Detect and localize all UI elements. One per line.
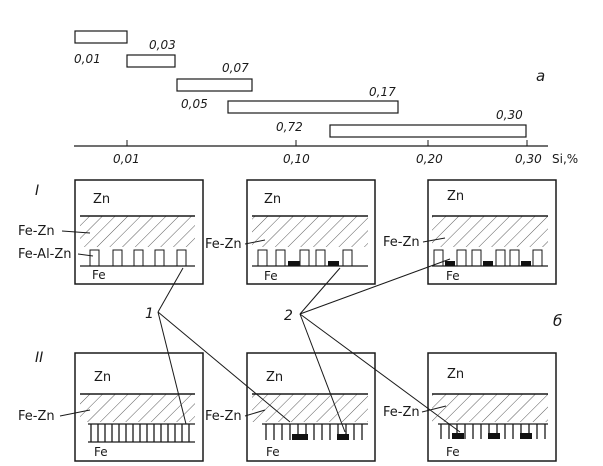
crystals (257, 249, 353, 267)
zn-label: Zn (447, 367, 464, 382)
range-bar-4 (227, 100, 399, 114)
zn-label: Zn (93, 192, 110, 207)
zn-label: Zn (94, 370, 111, 385)
range-bars: 0,01 0,03 0,07 0,05 0,17 0,72 0,30 (74, 30, 527, 138)
si-axis: 0,01 0,10 0,20 0,30 Si,% (74, 140, 578, 166)
fe-zn-label: Fe-Zn (205, 237, 242, 252)
zn-label: Zn (266, 370, 283, 385)
bar-label: 0,30 (496, 108, 523, 122)
callout-1: 1 (145, 306, 154, 322)
bar-label: 0,17 (369, 85, 396, 99)
row-label-2: II (35, 350, 43, 366)
axis-tick-label: 0,10 (283, 152, 310, 166)
fe-label: Fe (264, 269, 278, 283)
crystals (433, 249, 543, 267)
panel-row2-col3: Zn Fe (427, 352, 557, 462)
columns (90, 424, 190, 442)
range-bar-1 (74, 30, 128, 44)
fe-label: Fe (446, 269, 460, 283)
axis-unit: Si,% (552, 152, 578, 166)
fe-zn-label: Fe-Zn (18, 224, 55, 239)
fe-zn-layer (80, 216, 195, 247)
bar-label: 0,72 (276, 120, 303, 134)
fe-label: Fe (446, 445, 460, 459)
zn-label: Zn (447, 189, 464, 204)
fe-zn-layer (252, 216, 368, 247)
fe-zn-label: Fe-Zn (383, 405, 420, 420)
bar-label: 0,03 (149, 38, 176, 52)
fe-label: Fe (92, 268, 106, 282)
panel-row1-col2: Zn Fe (246, 179, 376, 285)
panel-row1-col3: Zn Fe (427, 179, 557, 285)
fe-zn-layer (432, 216, 548, 247)
part-label-a: а (536, 67, 545, 85)
fe-zn-label: Fe-Zn (205, 409, 242, 424)
fe-zn-label: Fe-Zn (383, 235, 420, 250)
bar-label: 0,05 (181, 97, 208, 111)
axis-tick-label: 0,20 (416, 152, 443, 166)
bar-label: 0,07 (222, 61, 249, 75)
fe-label: Fe (94, 445, 108, 459)
range-bar-5 (329, 124, 527, 138)
callout-2: 2 (284, 308, 293, 324)
panel-row2-col2: Zn Fe (246, 352, 376, 462)
fe-zn-label: Fe-Zn (18, 409, 55, 424)
range-bar-3 (176, 78, 253, 92)
fe-zn-layer (252, 394, 368, 422)
fe-al-zn-label: Fe-Al-Zn (18, 247, 72, 262)
panel-row2-col1: Zn Fe (74, 352, 204, 462)
fe-label: Fe (266, 445, 280, 459)
axis-tick-label: 0,30 (515, 152, 542, 166)
panel-row1-col1: Zn Fe (74, 179, 204, 285)
row-label-1: I (35, 183, 39, 199)
fe-zn-layer (80, 394, 195, 422)
zn-label: Zn (264, 192, 281, 207)
bar-label: 0,01 (74, 52, 101, 66)
fe-zn-layer (432, 394, 548, 422)
part-label-b: б (553, 312, 562, 330)
range-bar-2 (126, 54, 176, 68)
axis-tick-label: 0,01 (113, 152, 140, 166)
fe-al-zn-crystals (89, 249, 187, 267)
